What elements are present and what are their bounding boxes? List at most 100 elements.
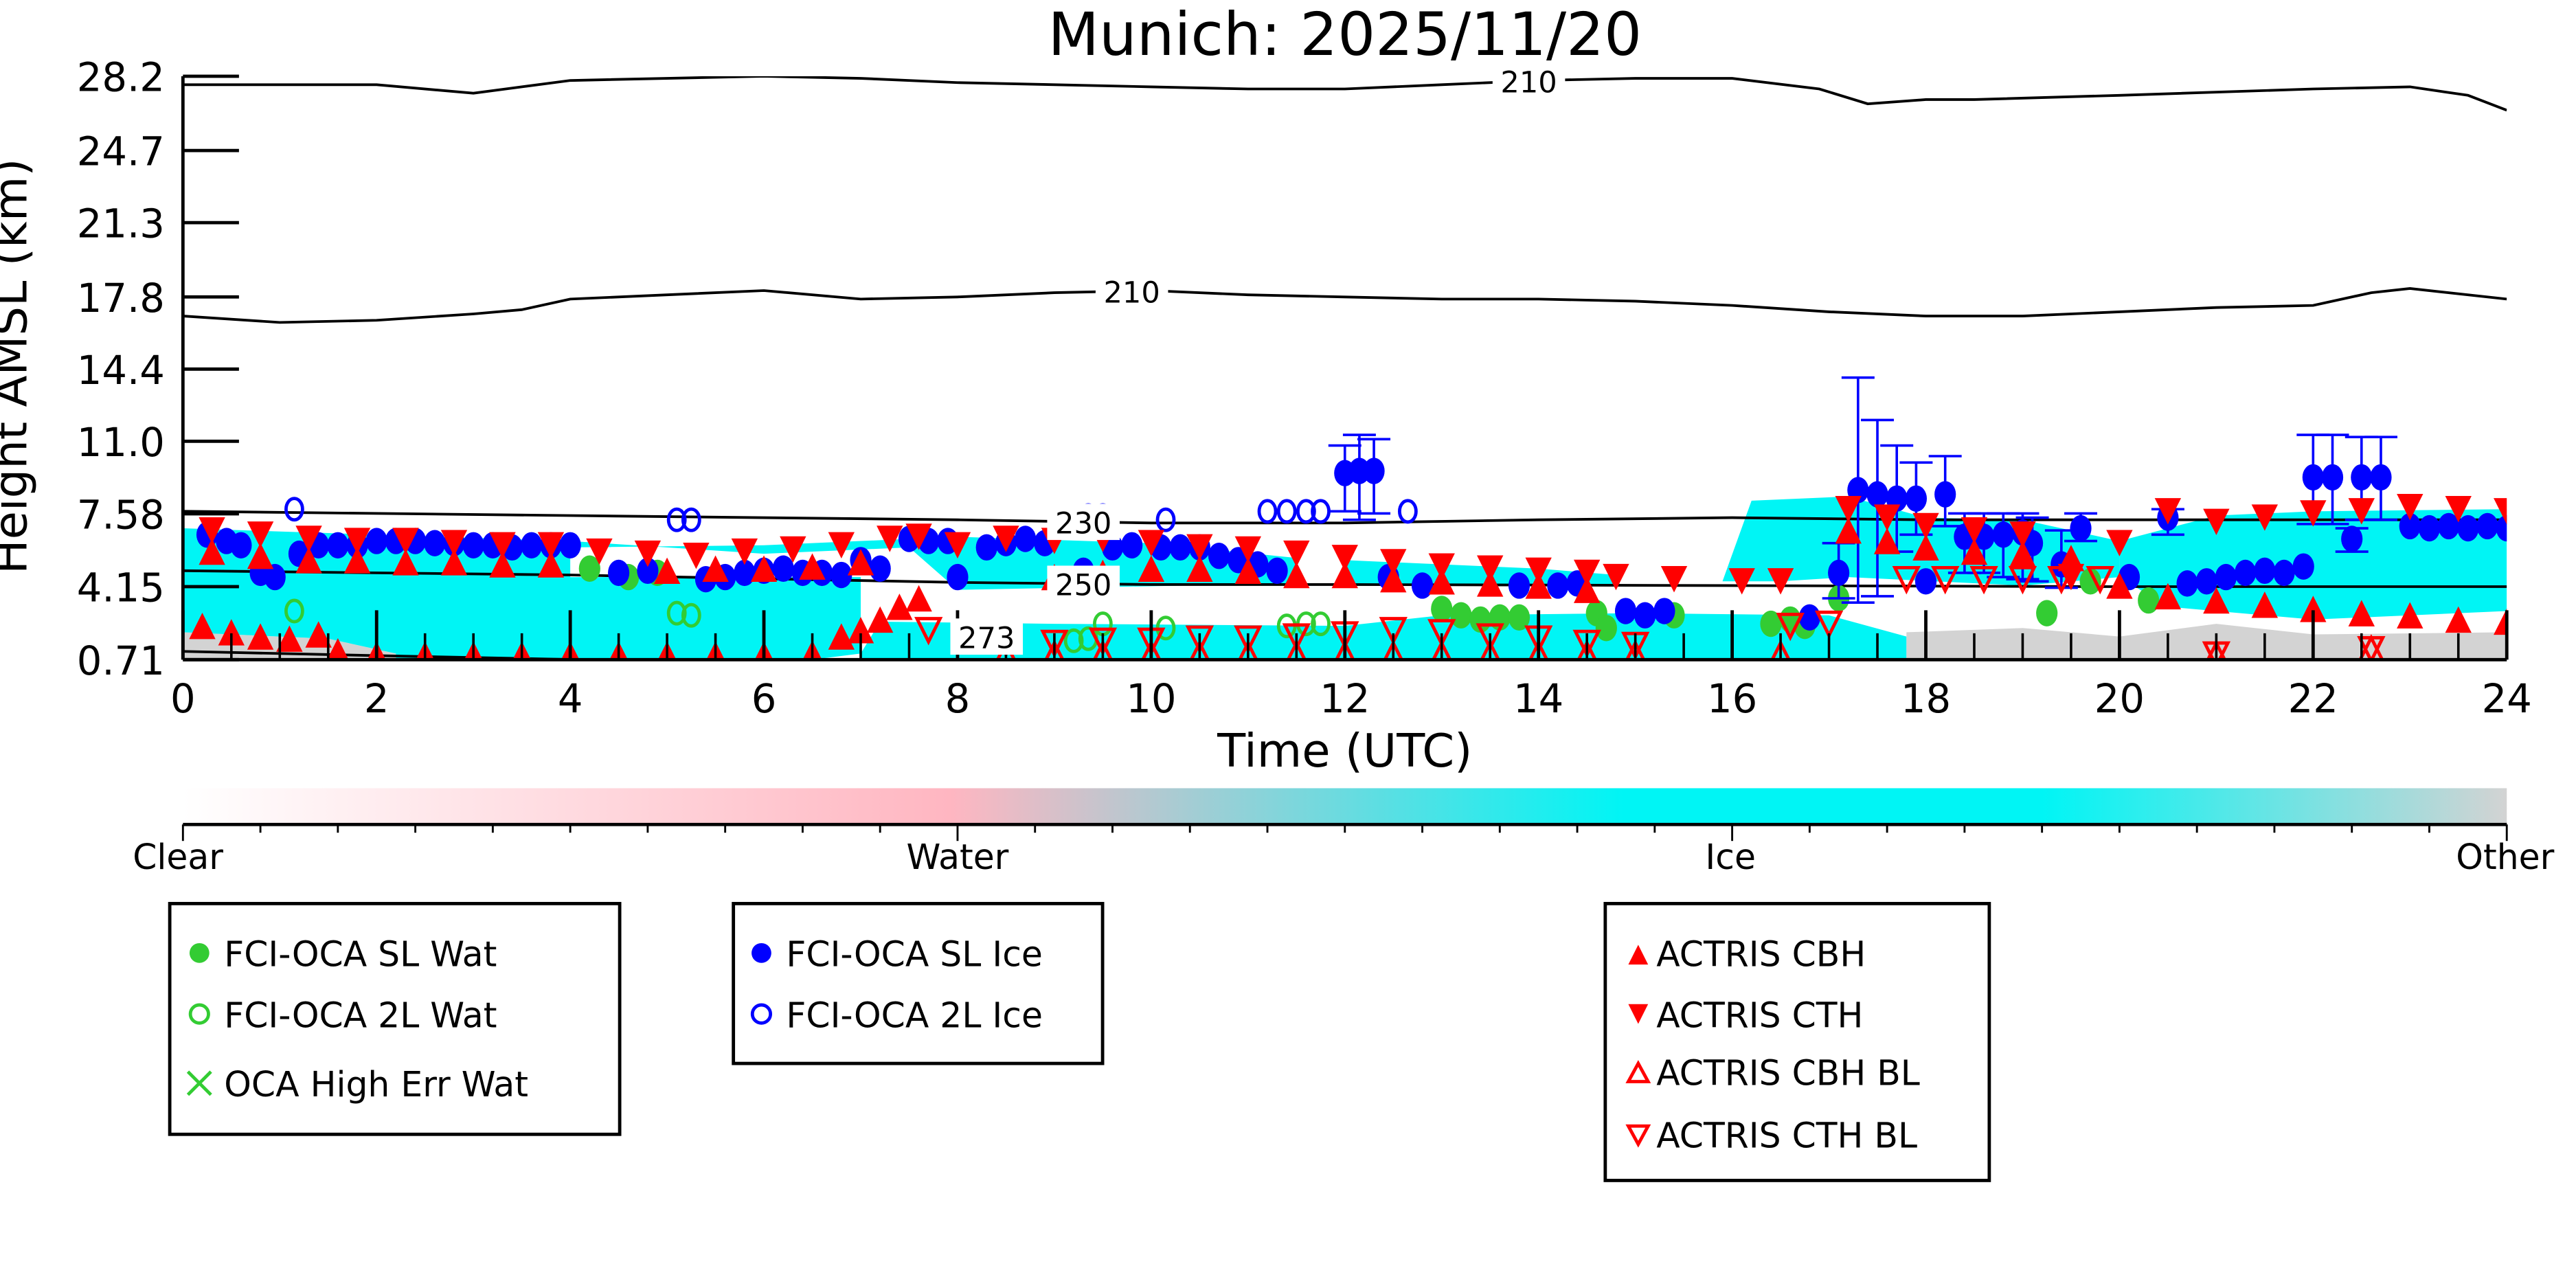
legend-label: FCI-OCA SL Ice (786, 934, 1042, 975)
marker-actris-cbh (1138, 555, 1165, 582)
marker-fci-oca-2l-ice (1397, 499, 1418, 524)
marker-actris-cbh (218, 619, 245, 646)
colorbar-label-water: Water (906, 837, 1008, 877)
marker-fci-oca-2l-ice (1296, 499, 1316, 524)
marker-actris-cth (1835, 496, 1862, 523)
x-tick-label: 22 (2288, 676, 2338, 722)
marker-actris-cth (1234, 536, 1262, 563)
marker-fci-oca-sl-ice (2302, 464, 2324, 491)
marker-fci-oca-sl-ice (1411, 572, 1434, 599)
x-tick-label: 0 (170, 676, 196, 722)
legend-marker-cth (1628, 1004, 1649, 1024)
marker-actris-cbh-bl (1189, 639, 1210, 660)
marker-fci-oca-sl-ice (1363, 457, 1385, 484)
marker-actris-cth-bl (1776, 612, 1805, 642)
marker-actris-cth (2348, 498, 2375, 525)
contour-label-bg (1047, 504, 1120, 541)
marker-fci-oca-sl-ice (1866, 481, 1888, 508)
contour-label: 250 (1055, 569, 1111, 603)
marker-fci-oca-2l-ice (1276, 499, 1297, 524)
marker-fci-oca-sl-ice (869, 555, 891, 582)
contour-label-bg (1047, 565, 1120, 602)
marker-actris-cbh (276, 625, 303, 652)
marker-fci-oca-sl-ice (2457, 515, 2479, 542)
marker-fci-oca-sl-ice (2438, 512, 2460, 540)
marker-actris-cth (247, 521, 274, 548)
marker-actris-cth-bl (1234, 625, 1263, 654)
marker-actris-cbh (537, 551, 565, 578)
marker-fci-oca-sl-ice (2176, 570, 2198, 597)
legend-marker-2l-wat (188, 1003, 210, 1025)
y-axis-label: Height AMSL (km) (0, 159, 37, 574)
marker-actris-cth (537, 532, 565, 558)
y-tick-label: 28.2 (77, 55, 165, 101)
marker-actris-cth-bl (2357, 635, 2386, 660)
marker-fci-oca-sl-wat (2138, 587, 2160, 614)
marker-fci-oca-sl-ice (264, 563, 286, 591)
x-axis-label: Time (UTC) (1217, 724, 1472, 778)
legend-label: OCA High Err Wat (224, 1064, 528, 1105)
marker-fci-oca-sl-ice (1614, 598, 1637, 624)
marker-actris-cth (993, 526, 1019, 552)
marker-actris-cth-bl (1282, 623, 1311, 652)
marker-actris-cth (944, 532, 971, 558)
marker-actris-cbh (247, 623, 274, 650)
marker-actris-cbh (1912, 534, 1939, 561)
marker-actris-cbh (886, 594, 913, 620)
marker-fci-oca-2l-wat (681, 602, 701, 628)
marker-fci-oca-sl-ice (2341, 526, 2363, 552)
marker-fci-oca-2l-ice (666, 507, 687, 532)
marker-fci-oca-sl-wat (1595, 615, 1617, 642)
marker-actris-cbh (440, 549, 468, 576)
marker-actris-cth-bl (1892, 566, 1921, 595)
marker-actris-cth (1603, 563, 1629, 591)
legend-marker-sl-wat (189, 942, 210, 963)
colorbar-label-ice: Ice (1705, 837, 1756, 877)
marker-fci-oca-sl-ice (559, 532, 581, 558)
marker-fci-oca-sl-ice (1508, 572, 1530, 599)
contour-label: 273 (958, 621, 1015, 655)
marker-fci-oca-sl-ice (230, 532, 252, 558)
marker-actris-cbh (750, 555, 778, 582)
data-markers (189, 376, 2507, 660)
marker-actris-cth (905, 523, 932, 550)
marker-actris-cth (1525, 557, 1552, 585)
marker-actris-cth (295, 526, 322, 552)
contour-line (183, 76, 2507, 112)
marker-actris-cbh (247, 543, 274, 569)
marker-actris-cth (1728, 568, 1755, 595)
marker-actris-cbh (327, 638, 349, 660)
marker-fci-oca-sl-ice (2215, 563, 2237, 591)
x-tick-label: 6 (752, 676, 777, 722)
x-tick-label: 20 (2094, 676, 2145, 722)
marker-fci-oca-sl-ice (1634, 602, 1656, 629)
marker-actris-cth-bl (914, 617, 943, 646)
marker-fci-oca-sl-ice (2496, 515, 2507, 542)
x-tick-label: 12 (1320, 676, 1370, 722)
marker-actris-cbh (2106, 572, 2133, 599)
marker-actris-cbh-bl (1092, 639, 1114, 660)
marker-actris-cbh (1283, 561, 1310, 589)
marker-actris-cbh (866, 606, 894, 633)
marker-actris-cth (1912, 512, 1939, 540)
marker-actris-cth (683, 543, 710, 569)
colorbar: Clear Water Ice Other (133, 788, 2555, 877)
marker-actris-cbh-bl (1431, 639, 1452, 660)
legend-water: FCI-OCA SL Wat FCI-OCA 2L Wat OCA High E… (168, 901, 622, 1136)
marker-fci-oca-sl-ice (947, 563, 969, 591)
marker-actris-cbh (2300, 596, 2327, 622)
marker-fci-oca-sl-ice (2321, 464, 2344, 491)
marker-fci-oca-sl-ice (1208, 543, 1230, 569)
mask-region-ice (183, 528, 1297, 660)
marker-actris-cth (2009, 521, 2036, 548)
marker-actris-cbh (343, 547, 371, 574)
legend-marker-cbh (1628, 945, 1649, 965)
marker-actris-cbh-bl (1577, 639, 1597, 660)
chart-title: Munich: 2025/11/20 (1048, 1, 1642, 69)
marker-actris-cth-bl (1814, 610, 1844, 640)
contour-label: 210 (1103, 275, 1160, 310)
marker-fci-oca-sl-wat (1508, 604, 1530, 631)
marker-actris-cbh (1380, 566, 1407, 593)
